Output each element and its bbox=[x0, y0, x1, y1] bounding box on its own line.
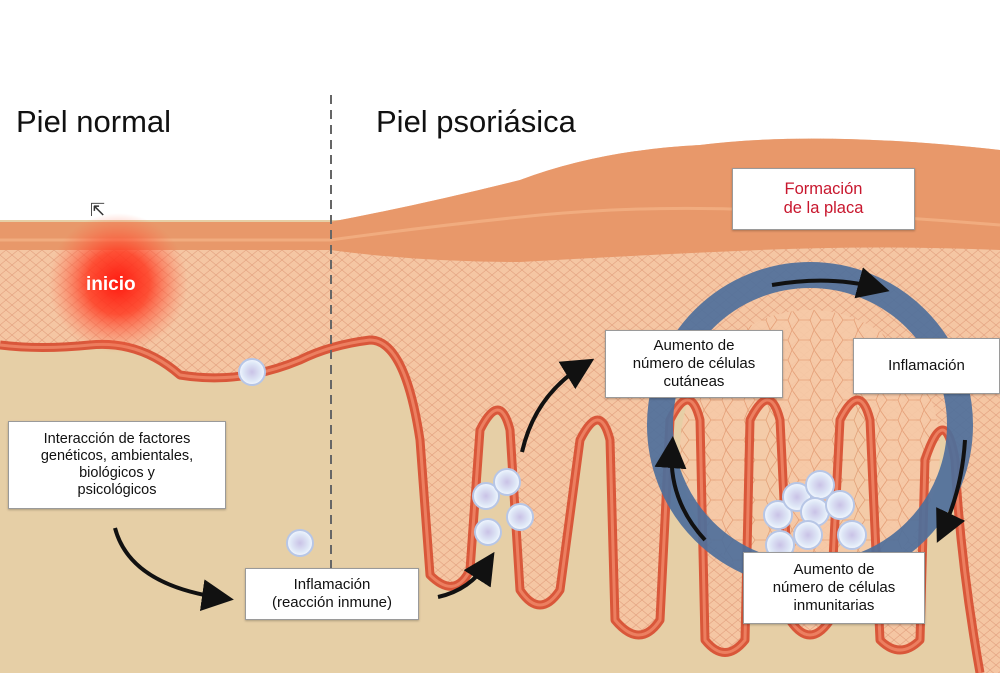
mouse-pointer-icon: ⇱ bbox=[90, 200, 105, 221]
factors-box: Interacción de factores genéticos, ambie… bbox=[8, 421, 226, 509]
title-normal-skin: Piel normal bbox=[16, 104, 171, 140]
plaque-formation-label: Formación de la placa bbox=[784, 180, 864, 219]
title-psoriatic-skin: Piel psoriásica bbox=[376, 104, 576, 140]
start-label: inicio bbox=[86, 274, 136, 296]
skin-cells-label: Aumento de número de células cutáneas bbox=[633, 337, 756, 390]
factors-label: Interacción de factores genéticos, ambie… bbox=[41, 431, 193, 499]
inflammation-box: Inflamación bbox=[853, 338, 1000, 394]
immune-cells-label: Aumento de número de células inmunitaria… bbox=[773, 561, 896, 614]
immune-cells-box: Aumento de número de células inmunitaria… bbox=[743, 552, 925, 624]
inflammation-immune-box: Inflamación (reacción inmune) bbox=[245, 568, 419, 620]
inflammation-immune-label: Inflamación (reacción inmune) bbox=[272, 576, 392, 611]
plaque-formation-box: Formación de la placa bbox=[732, 168, 915, 230]
inflammation-label: Inflamación bbox=[888, 357, 965, 375]
skin-cells-box: Aumento de número de células cutáneas bbox=[605, 330, 783, 398]
